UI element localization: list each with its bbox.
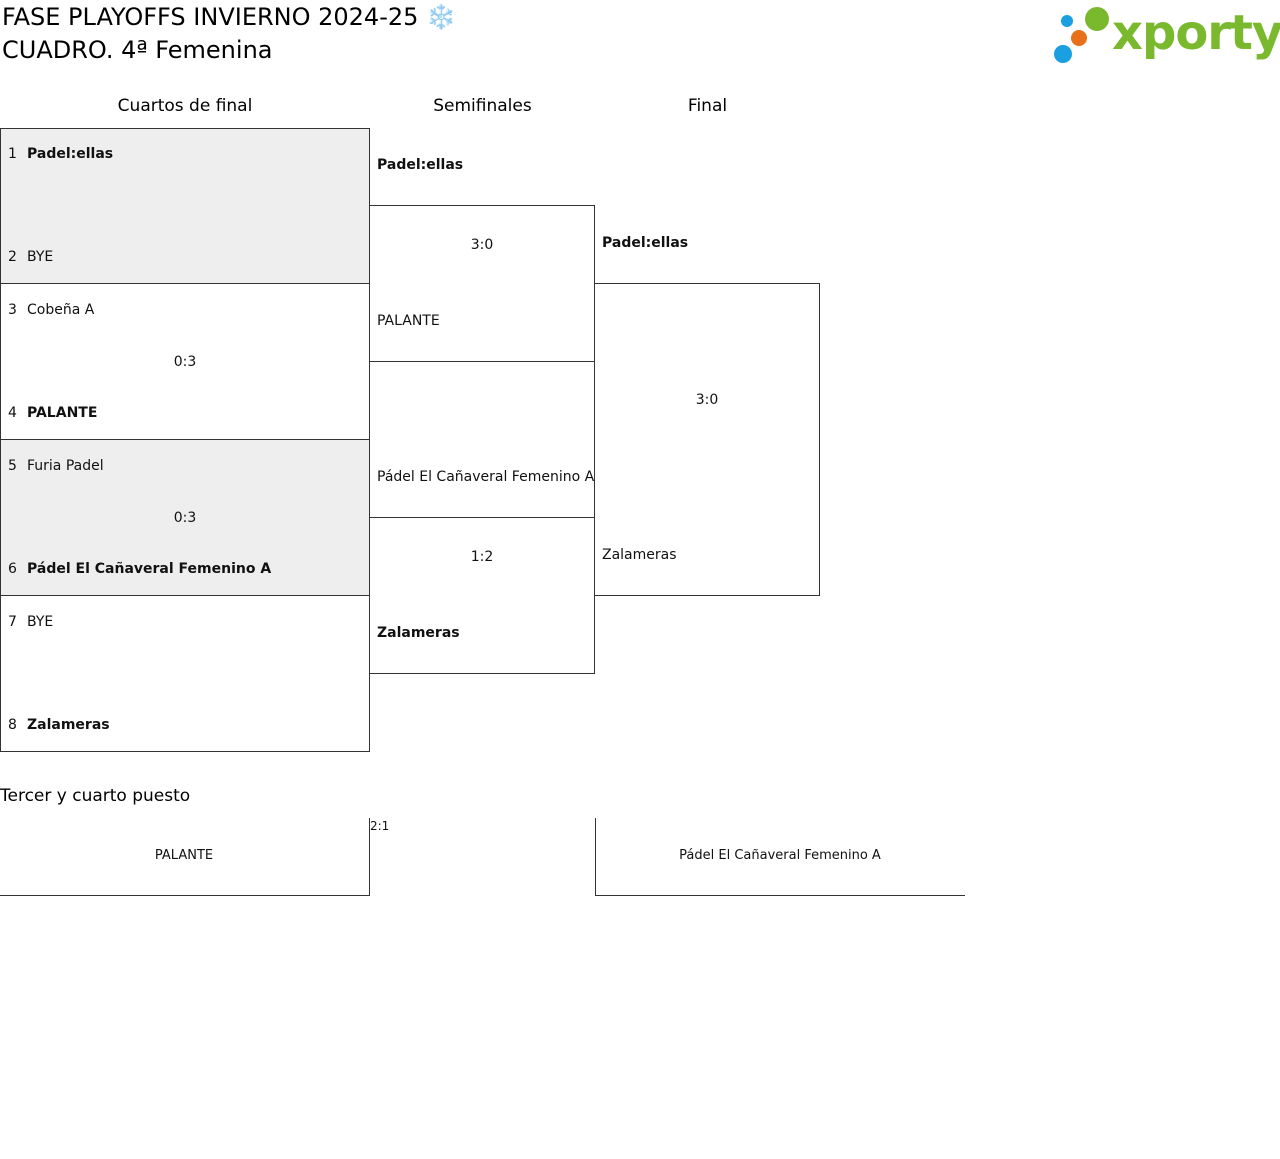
xporty-logo: xporty bbox=[1052, 4, 1280, 66]
match-score: 3:0 bbox=[470, 237, 494, 253]
third-place-title: Tercer y cuarto puesto bbox=[0, 786, 191, 806]
semifinal-2-team-bottom: Zalameras bbox=[377, 625, 460, 641]
third-place-right-slot: Pádel El Cañaveral Femenino A bbox=[595, 818, 965, 896]
match-score: 0:3 bbox=[173, 510, 197, 526]
final-team-top: Padel:ellas bbox=[602, 235, 689, 251]
round-header-semifinals: Semifinales bbox=[433, 96, 532, 116]
match-score: 0:3 bbox=[173, 354, 197, 370]
third-place-score: 2:1 bbox=[370, 819, 390, 833]
third-place-right-team: Pádel El Cañaveral Femenino A bbox=[679, 848, 881, 863]
semifinal-match-2: 1:2 Zalameras bbox=[369, 517, 595, 674]
logo-dots-icon bbox=[1054, 7, 1109, 63]
final-team-bottom: Zalameras bbox=[602, 547, 677, 563]
match-score: 3:0 bbox=[695, 392, 719, 408]
page-subtitle: CUADRO. 4ª Femenina bbox=[2, 36, 273, 64]
match-score: 1:2 bbox=[470, 549, 494, 565]
semifinal-match-1: 3:0 PALANTE bbox=[369, 205, 595, 362]
round-header-final: Final bbox=[687, 96, 728, 116]
third-place-left-slot: PALANTE bbox=[0, 818, 370, 896]
semifinal-2-team-top: Pádel El Cañaveral Femenino A bbox=[377, 469, 595, 485]
third-place-left-team: PALANTE bbox=[154, 848, 214, 863]
round-header-quarterfinals: Cuartos de final bbox=[117, 96, 253, 116]
semifinal-1-team-top: Padel:ellas bbox=[377, 157, 464, 173]
final-match: 3:0 Zalameras bbox=[594, 283, 820, 596]
page-title: FASE PLAYOFFS INVIERNO 2024-25 ❄️ bbox=[2, 3, 456, 31]
logo-wordmark: xporty bbox=[1112, 5, 1280, 61]
semifinal-1-team-bottom: PALANTE bbox=[377, 313, 440, 329]
